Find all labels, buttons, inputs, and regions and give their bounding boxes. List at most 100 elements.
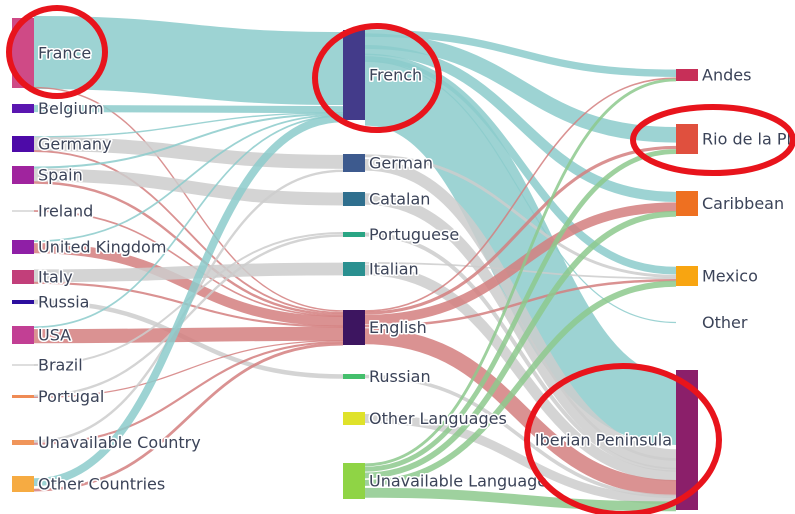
node-russia[interactable] [12,300,34,304]
label-iberian-peninsula: Iberian Peninsula [535,431,672,450]
label-ireland: Ireland [38,202,93,221]
highlight-circle-iberian-peninsula [524,363,722,514]
highlight-circles [6,5,795,514]
link-ireland-to-english [33,210,344,318]
link-germany-to-english [33,150,344,314]
link-italy-to-italian [33,262,344,283]
label-germany: Germany [38,135,112,154]
label-russian: Russian [369,367,431,386]
label-usa: USA [38,326,71,345]
node-belgium[interactable] [12,104,34,113]
label-portuguese: Portuguese [369,225,459,244]
label-unavailable-language: Unavailable Language [369,472,547,491]
node-mexico[interactable] [676,266,698,286]
link-portuguese-to-iberian-peninsula [364,232,677,472]
node-other-languages[interactable] [343,412,365,425]
label-english: English [369,318,427,337]
label-france: France [38,44,91,63]
link-german-to-mexico [364,154,677,278]
node-english[interactable] [343,310,365,345]
label-andes: Andes [702,66,751,85]
link-france-to-french [33,16,344,106]
link-spain-to-catalan [33,168,344,206]
link-spain-to-english [33,181,344,316]
link-english-to-rio-de-la-plata [364,145,677,315]
node-portugal[interactable] [12,395,34,398]
link-other-countries-to-english [33,342,344,492]
node-french[interactable] [343,30,365,120]
node-italian[interactable] [343,262,365,276]
node-brazil[interactable] [12,364,34,366]
node-other[interactable] [676,322,698,323]
link-usa-to-english [33,326,344,344]
highlight-circle-france [6,5,108,99]
link-usa-to-french [33,115,344,329]
node-portuguese[interactable] [343,232,365,237]
node-unavailable-language[interactable] [343,463,365,499]
link-unavailable-language-to-mexico [364,280,677,486]
node-italy[interactable] [12,270,34,284]
node-spain[interactable] [12,166,34,184]
node-france[interactable] [12,18,34,88]
link-french-to-andes [364,29,677,77]
link-english-to-mexico [364,278,677,328]
link-belgium-to-french [33,104,344,114]
label-brazil: Brazil [38,356,83,375]
node-other-countries[interactable] [12,476,34,492]
link-french-to-iberian-peninsula [362,56,679,446]
node-russian[interactable] [343,374,365,379]
highlight-circle-rio-de-la-plata [630,104,795,176]
link-french-to-caribbean [364,45,677,202]
link-other-countries-to-french [33,114,344,487]
label-caribbean: Caribbean [702,194,784,213]
link-russian-to-iberian-peninsula [364,374,677,499]
label-russia: Russia [38,293,89,312]
node-german[interactable] [343,154,365,172]
label-catalan: Catalan [369,190,430,209]
node-iberian-peninsula[interactable] [676,370,698,510]
label-italian: Italian [369,260,419,279]
label-other: Other [702,313,748,332]
node-germany[interactable] [12,136,34,152]
label-italy: Italy [38,268,73,287]
label-rio-de-la-plata: Rio de la Plata [702,130,795,149]
link-france-to-english [33,86,344,312]
label-mexico: Mexico [702,267,758,286]
node-andes[interactable] [676,69,698,81]
node-catalan[interactable] [343,192,365,206]
link-portugal-to-english [33,340,344,399]
label-belgium: Belgium [38,99,104,118]
label-portugal: Portugal [38,387,104,406]
sankey-links [33,16,679,512]
link-unavailable-language-to-andes [364,78,677,467]
label-spain: Spain [38,166,83,185]
node-caribbean[interactable] [676,191,698,216]
node-usa[interactable] [12,326,34,344]
link-unavailable-language-to-rio-de-la-plata [364,149,677,472]
link-french-to-rio-de-la-plata [364,33,677,143]
link-english-to-iberian-peninsula [364,328,677,497]
label-german: German [369,154,433,173]
link-english-to-caribbean [364,202,677,325]
label-unavailable-country: Unavailable Country [38,433,201,452]
label-other-languages: Other Languages [369,409,507,428]
link-germany-to-german [33,137,344,169]
highlight-circle-french [312,23,442,133]
node-rio-de-la-plata[interactable] [676,124,698,154]
link-italian-to-iberian-peninsula [364,264,677,482]
link-spain-to-french [33,112,344,169]
link-unavailable-language-to-iberian-peninsula [364,487,677,512]
link-united-kingdom-to-english [33,243,344,327]
label-french: French [369,66,422,85]
link-germany-to-french [33,112,344,138]
node-unavailable-country[interactable] [12,440,34,445]
link-portugal-to-portuguese [33,234,344,398]
link-unavailable-country-to-english [33,341,344,445]
label-other-countries: Other Countries [38,475,165,494]
node-united-kingdom[interactable] [12,240,34,254]
link-other-languages-to-iberian-peninsula [364,413,677,505]
node-ireland[interactable] [12,210,34,212]
label-united-kingdom: United Kingdom [38,238,166,257]
